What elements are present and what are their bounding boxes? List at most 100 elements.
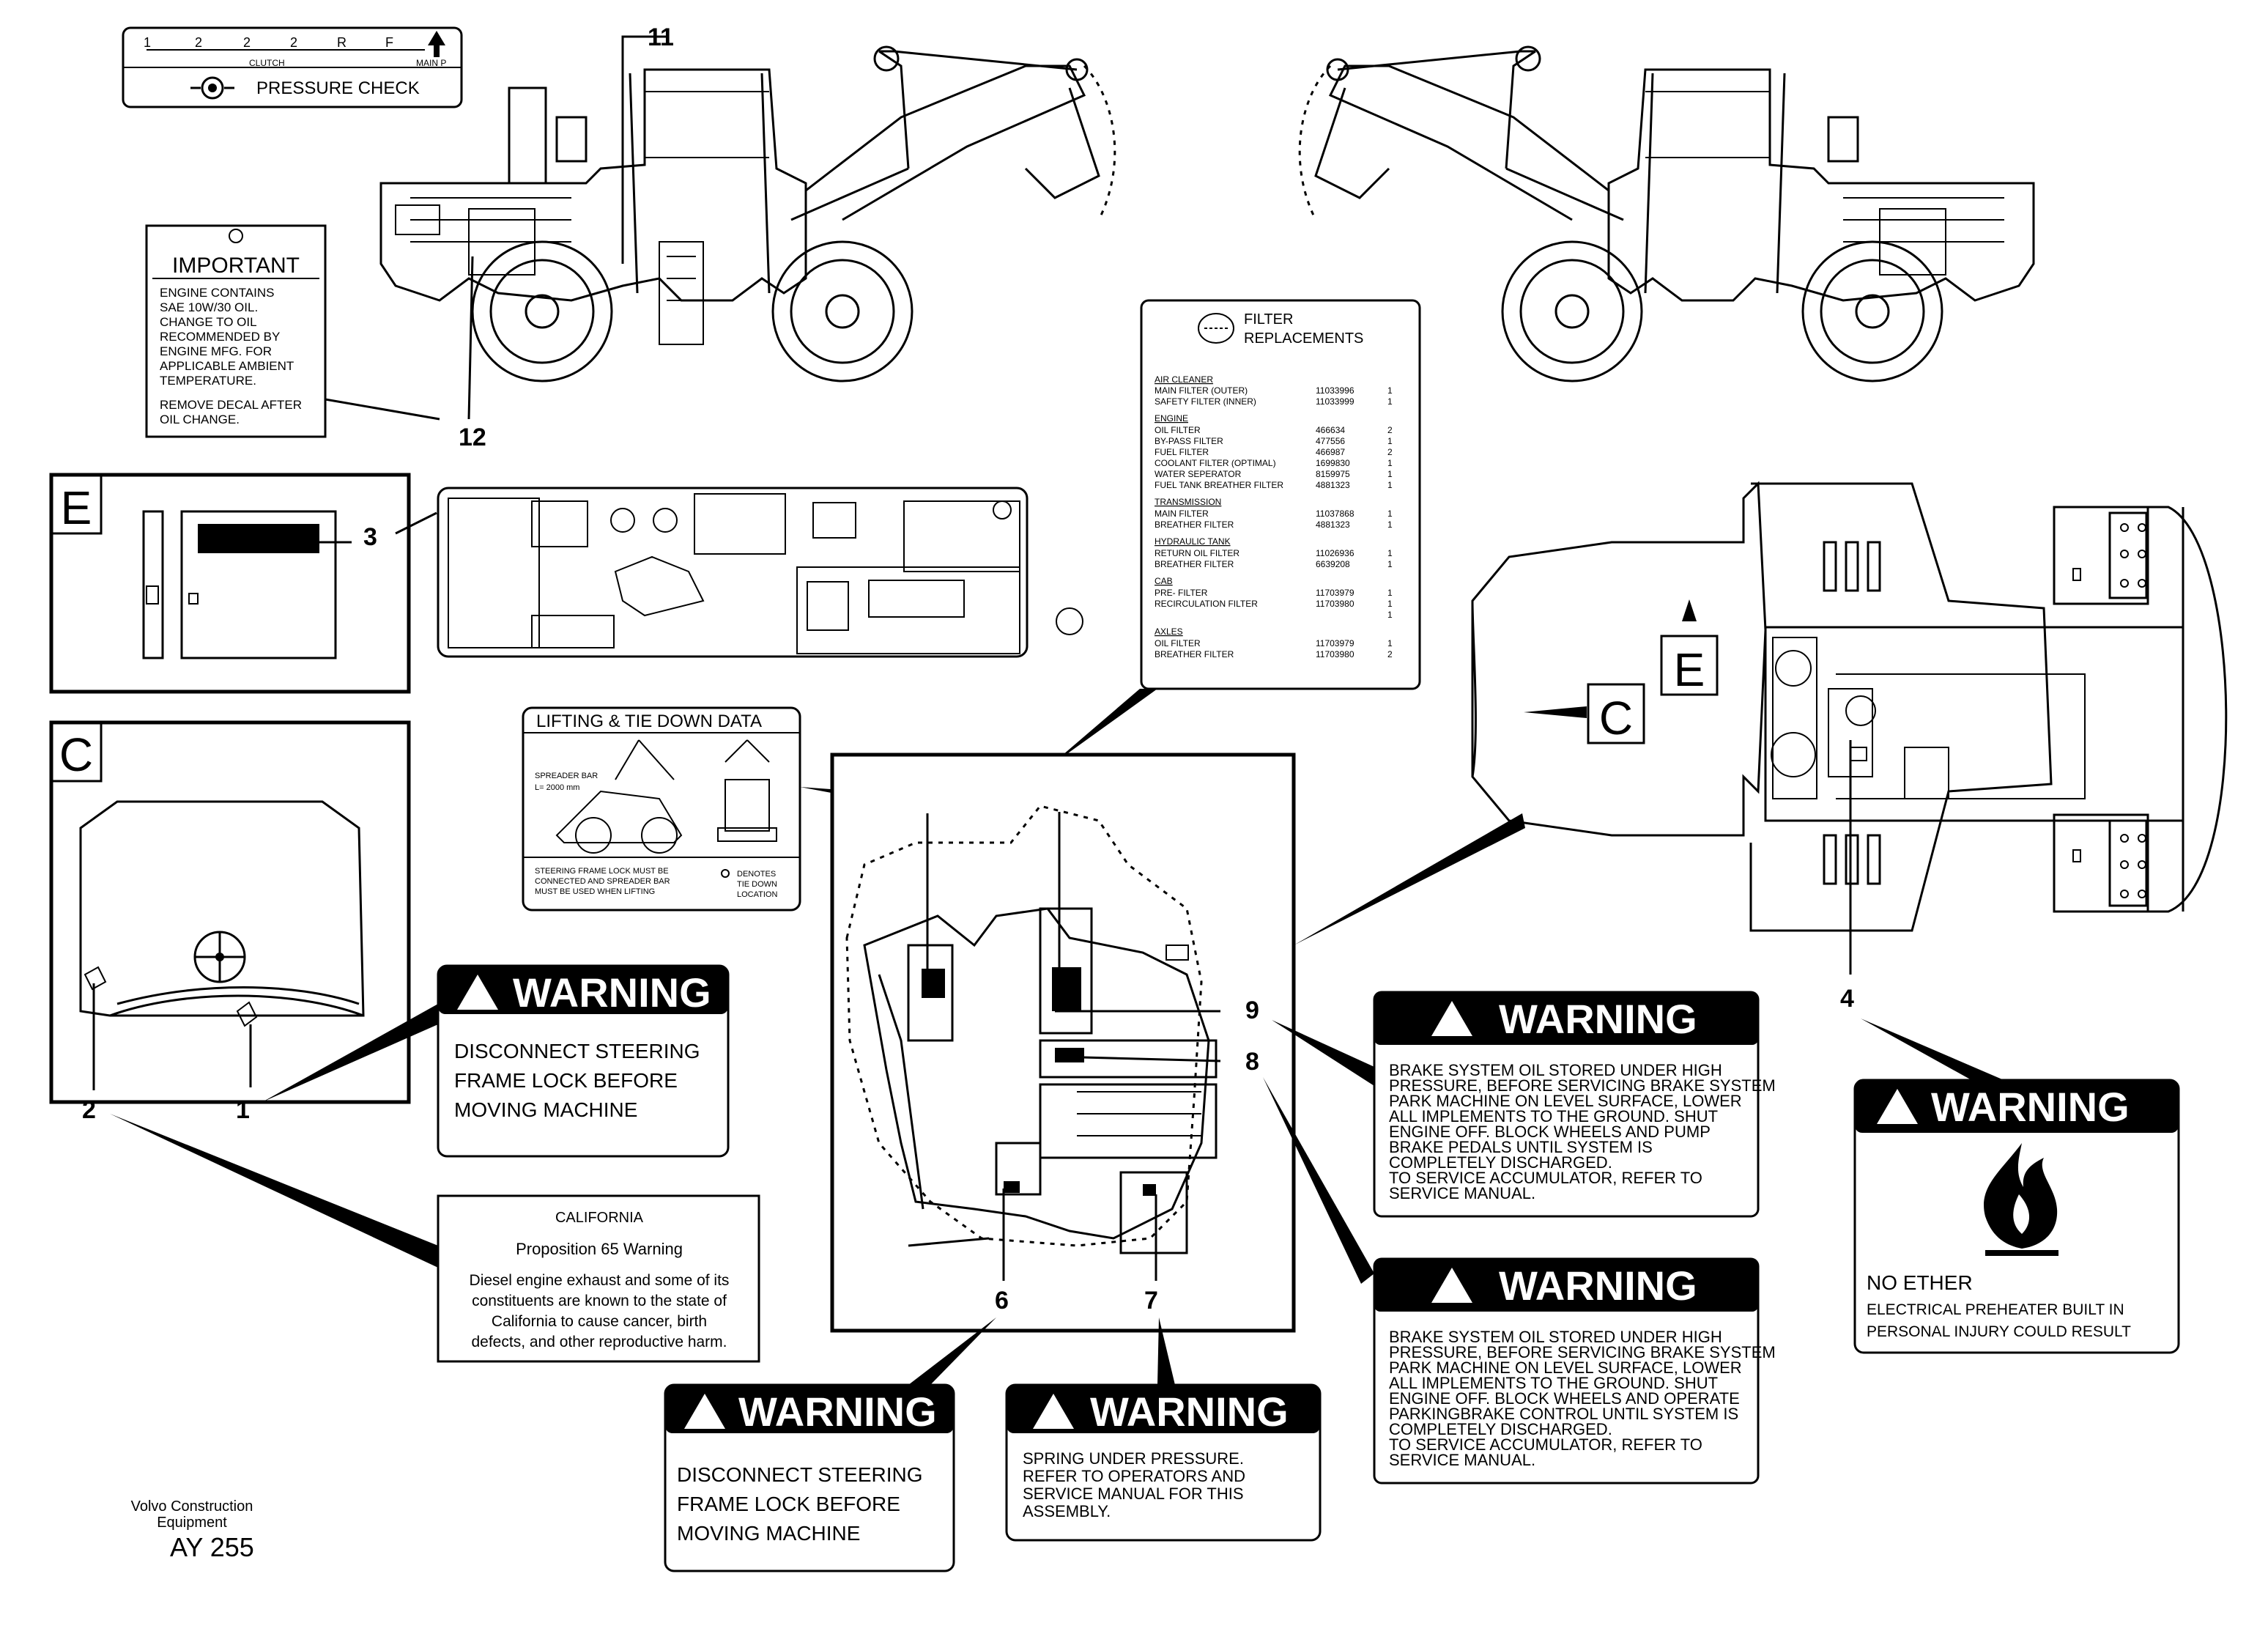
filter-row-quantity: 2: [1387, 649, 1393, 659]
filter-row-name: COOLANT FILTER (OPTIMAL): [1155, 458, 1276, 468]
footer-company-0: Volvo Construction: [131, 1498, 253, 1515]
callout-1: 1: [236, 1096, 250, 1124]
warning-decal-6: WARNING DISCONNECT STEERING FRAME LOCK B…: [664, 1383, 955, 1572]
california-line-2: California to cause cancer, birth: [492, 1313, 707, 1330]
warning-1-line-1: FRAME LOCK BEFORE: [454, 1069, 678, 1092]
filter-row-name: FUEL FILTER: [1155, 447, 1209, 457]
warning-4-title: WARNING: [1931, 1084, 2130, 1130]
filter-row-quantity: 1: [1387, 385, 1393, 396]
filter-row-name: BREATHER FILTER: [1155, 520, 1234, 530]
filter-row-part-number: 11037868: [1316, 509, 1354, 519]
filter-row-part-number: 11703979: [1316, 588, 1354, 598]
lifting-note-2: MUST BE USED WHEN LIFTING: [535, 887, 655, 896]
filter-row-part-number: 11033996: [1316, 385, 1354, 396]
gear-scale-1: 2: [195, 35, 202, 50]
filter-row-quantity: 1: [1387, 638, 1393, 648]
filter-row-part-number: 4881323: [1316, 520, 1350, 530]
filter-row-name: SAFETY FILTER (INNER): [1155, 396, 1256, 407]
filter-row-name: TRANSMISSION: [1155, 497, 1221, 507]
callout-2: 2: [82, 1096, 96, 1124]
filter-row-name: MAIN FILTER (OUTER): [1155, 385, 1248, 396]
warning-9-line-0: BRAKE SYSTEM OIL STORED UNDER HIGH: [1389, 1061, 1722, 1079]
california-line-0: Diesel engine exhaust and some of its: [470, 1272, 730, 1289]
filter-row-quantity: 1: [1387, 548, 1393, 558]
filter-row-quantity: 1: [1387, 559, 1393, 569]
filter-row-part-number: 11703980: [1316, 599, 1354, 609]
warning-9-title: WARNING: [1499, 996, 1697, 1042]
filter-row-part-number: 1699830: [1316, 458, 1350, 468]
important-line-0: ENGINE CONTAINS: [160, 286, 274, 300]
view-e-label: E: [61, 481, 92, 534]
important-line-3: RECOMMENDED BY: [160, 330, 280, 344]
warning-triangle-icon: [1877, 1089, 1918, 1124]
wheel-loader-right-view: [1298, 45, 2035, 382]
callout-12: 12: [459, 424, 486, 451]
footer-company-1: Equipment: [157, 1515, 227, 1531]
warning-7-line-1: REFER TO OPERATORS AND: [1023, 1467, 1245, 1485]
callout-11: 11: [648, 23, 674, 51]
california-prop65-decal: CALIFORNIA Proposition 65 Warning Diesel…: [437, 1194, 760, 1363]
gear-scale-5: F: [385, 35, 393, 50]
filter-row-name: RETURN OIL FILTER: [1155, 548, 1239, 558]
filter-row-name: RECIRCULATION FILTER: [1155, 599, 1258, 609]
callout-7: 7: [1144, 1287, 1158, 1315]
filter-row-quantity: 1: [1387, 520, 1393, 530]
warning-4-line-0: NO ETHER: [1867, 1271, 1973, 1294]
filter-row-quantity: 2: [1387, 425, 1393, 435]
filter-row-quantity: 1: [1387, 588, 1393, 598]
filter-row-name: ENGINE: [1155, 413, 1188, 424]
filter-row-part-number: 11033999: [1316, 396, 1354, 407]
filter-row-name: WATER SEPERATOR: [1155, 469, 1242, 479]
filter-row-part-number: 11026936: [1316, 548, 1354, 558]
warning-6-line-1: FRAME LOCK BEFORE: [677, 1493, 900, 1515]
top-view-c-label: C: [1599, 692, 1633, 744]
pressure-check-label: PRESSURE CHECK: [256, 78, 420, 98]
filter-row-name: AIR CLEANER: [1155, 374, 1213, 385]
filter-title-2: REPLACEMENTS: [1244, 330, 1363, 347]
warning-6-line-2: MOVING MACHINE: [677, 1522, 860, 1545]
warning-1-line-0: DISCONNECT STEERING: [454, 1040, 700, 1062]
filter-row-part-number: 11703980: [1316, 649, 1354, 659]
warning-8-line-0: BRAKE SYSTEM OIL STORED UNDER HIGH: [1389, 1328, 1722, 1346]
lifting-spreader-label: SPREADER BAR: [535, 772, 598, 780]
lifting-length-label: L= 2000 mm: [535, 783, 579, 792]
gear-scale-0: 1: [144, 35, 151, 50]
important-line-6: TEMPERATURE.: [160, 374, 256, 388]
gear-icon: [190, 76, 234, 100]
warning-4-line-2: PERSONAL INJURY COULD RESULT: [1867, 1323, 2131, 1340]
filter-row-part-number: 466987: [1316, 447, 1345, 457]
warning-decal-4: WARNING NO ETHER ELECTRICAL PREHEATER BU…: [1853, 1079, 2180, 1354]
filter-row-part-number: 11703979: [1316, 638, 1354, 648]
callout-8: 8: [1245, 1048, 1259, 1076]
gear-clutch-label: CLUTCH: [249, 58, 285, 68]
lifting-note-0: STEERING FRAME LOCK MUST BE: [535, 867, 669, 876]
warning-decal-1: WARNING DISCONNECT STEERING FRAME LOCK B…: [437, 964, 730, 1158]
filter-row-part-number: 477556: [1316, 436, 1345, 446]
important-line-8: OIL CHANGE.: [160, 413, 240, 426]
warning-9-line-8: SERVICE MANUAL.: [1389, 1184, 1535, 1202]
lifting-legend-0: DENOTES: [737, 870, 776, 879]
warning-8-line-5: PARKINGBRAKE CONTROL UNTIL SYSTEM IS: [1389, 1405, 1738, 1423]
lifting-tie-down-decal: LIFTING & TIE DOWN DATA SPREADER BAR L= …: [522, 706, 801, 912]
lifting-legend-2: LOCATION: [737, 890, 777, 899]
filter-row-name: MAIN FILTER: [1155, 509, 1209, 519]
warning-decal-9: WARNING BRAKE SYSTEM OIL STORED UNDER HI…: [1373, 991, 1776, 1218]
pressure-check-decal: 1 2 2 2 R F CLUTCH MAIN P PRESSURE CHECK: [122, 26, 463, 108]
callout-9: 9: [1245, 997, 1259, 1024]
filter-title-1: FILTER: [1244, 311, 1293, 328]
main-detail-frame: [830, 753, 1296, 1333]
warning-8-line-7: TO SERVICE ACCUMULATOR, REFER TO: [1389, 1435, 1702, 1454]
callout-3: 3: [363, 523, 377, 551]
loader-top-view: E C: [1471, 481, 2228, 932]
filter-row-quantity: 1: [1387, 469, 1393, 479]
view-c-label: C: [59, 728, 93, 781]
filter-row-name: FUEL TANK BREATHER FILTER: [1155, 480, 1283, 490]
warning-7-line-0: SPRING UNDER PRESSURE.: [1023, 1449, 1244, 1468]
filter-row-name: BREATHER FILTER: [1155, 559, 1234, 569]
flame-icon: [1984, 1143, 2058, 1256]
filter-row-name: BREATHER FILTER: [1155, 649, 1234, 659]
filter-row-quantity: 1: [1387, 599, 1393, 609]
warning-1-line-2: MOVING MACHINE: [454, 1098, 637, 1121]
